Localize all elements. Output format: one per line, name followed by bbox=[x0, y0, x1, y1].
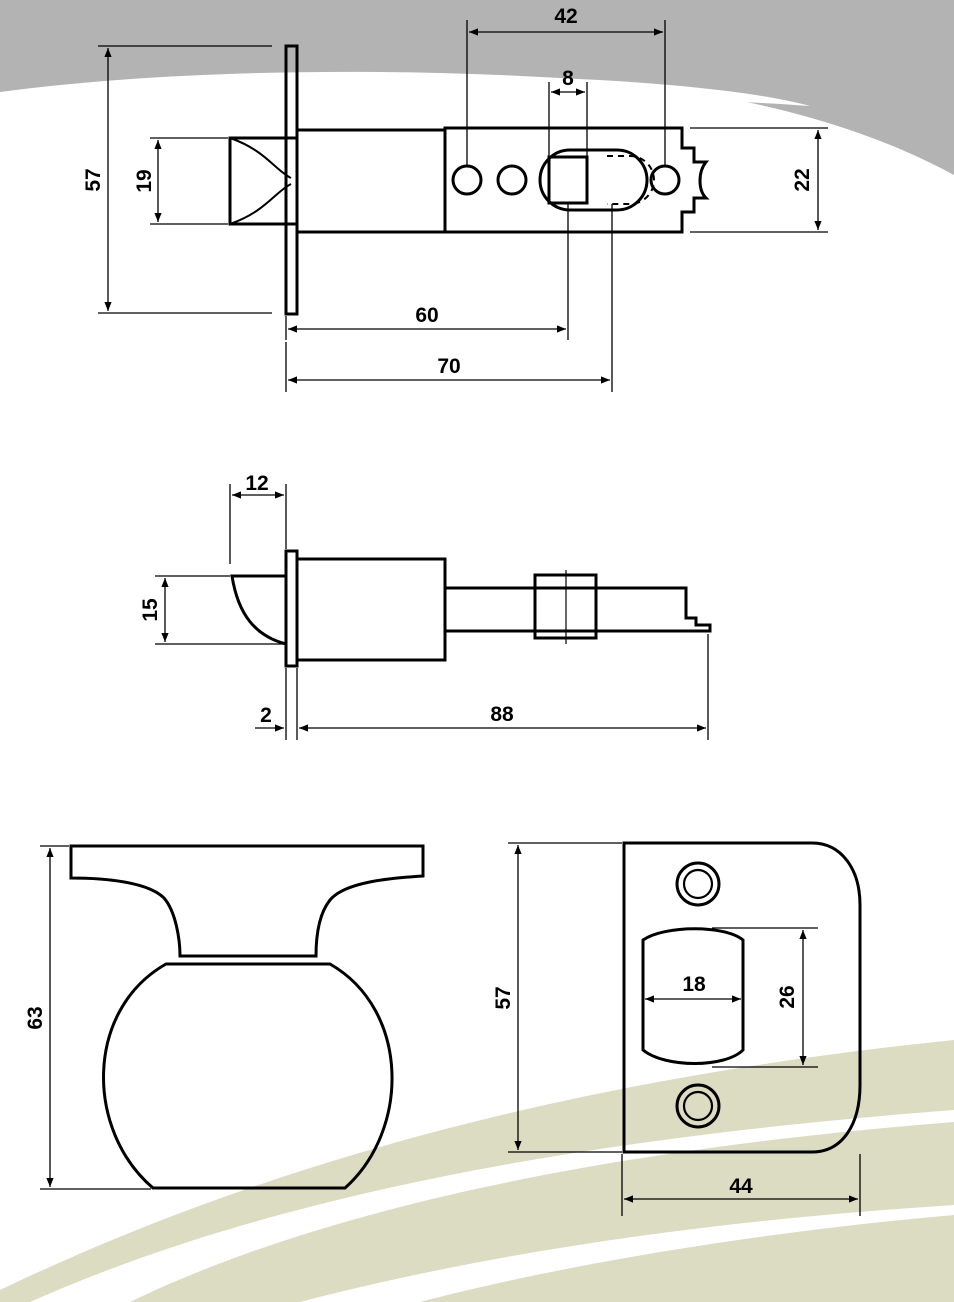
strike-hole-bottom-outer bbox=[675, 1083, 721, 1129]
strike-dim-26: 26 bbox=[776, 985, 799, 1008]
top-dim-42: 42 bbox=[554, 5, 577, 28]
strike-dimensions bbox=[508, 842, 861, 1216]
bottom-white-swoosh-2 bbox=[300, 1205, 954, 1302]
mount-hole-3 bbox=[649, 164, 681, 196]
knob-dimensions bbox=[40, 845, 151, 1190]
top-dim-22: 22 bbox=[791, 168, 814, 191]
side-view-dimensions bbox=[155, 484, 709, 740]
top-view-labels: 57 19 42 8 22 60 70 bbox=[82, 5, 814, 378]
spindle-square bbox=[547, 155, 589, 205]
strike-dim-18: 18 bbox=[682, 973, 706, 996]
top-view bbox=[228, 44, 710, 316]
latch-bolt bbox=[228, 136, 297, 226]
knob-labels: 63 bbox=[24, 1006, 47, 1029]
strike-hole-top-inner bbox=[682, 868, 714, 900]
top-dim-8: 8 bbox=[562, 67, 574, 90]
knob-view bbox=[69, 844, 425, 1190]
faceplate-side bbox=[284, 549, 299, 668]
strike-dim-44: 44 bbox=[729, 1175, 753, 1198]
top-white-swoosh bbox=[0, 76, 810, 132]
tailpiece-side bbox=[445, 586, 712, 633]
side-view bbox=[230, 549, 712, 668]
top-view-dimensions bbox=[98, 20, 828, 392]
strike-plate bbox=[622, 841, 862, 1154]
top-gray-banner bbox=[0, 0, 954, 175]
strike-view bbox=[622, 841, 862, 1154]
spindle-dashed bbox=[607, 155, 655, 205]
bolt-side bbox=[230, 574, 287, 646]
spindle-slot bbox=[538, 148, 649, 212]
knob-ball bbox=[102, 962, 394, 1190]
side-dim-15: 15 bbox=[139, 598, 162, 622]
side-view-labels: 12 15 2 88 bbox=[139, 472, 514, 727]
top-dim-60: 60 bbox=[415, 304, 438, 327]
tailpiece-plate bbox=[443, 126, 710, 234]
side-dim-88: 88 bbox=[490, 703, 514, 726]
strike-opening bbox=[641, 927, 745, 1065]
mount-hole-1 bbox=[451, 164, 483, 196]
strike-hole-top-outer bbox=[675, 861, 721, 907]
top-dim-57: 57 bbox=[82, 168, 105, 191]
latch-housing bbox=[295, 128, 447, 234]
bottom-white-swoosh-1 bbox=[30, 1110, 954, 1302]
housing-side bbox=[295, 557, 447, 662]
knob-rose bbox=[69, 844, 425, 958]
strike-labels: 57 18 26 44 bbox=[492, 973, 799, 1198]
side-dim-12: 12 bbox=[245, 472, 268, 495]
mount-hole-2 bbox=[496, 164, 528, 196]
knob-dim-63: 63 bbox=[24, 1006, 47, 1029]
bolt-bevel bbox=[229, 137, 292, 225]
strike-dim-57: 57 bbox=[492, 986, 515, 1009]
strike-hole-bottom-inner bbox=[682, 1090, 714, 1122]
side-dim-2: 2 bbox=[260, 704, 272, 727]
top-dim-19: 19 bbox=[133, 169, 156, 192]
top-dim-70: 70 bbox=[437, 355, 460, 378]
